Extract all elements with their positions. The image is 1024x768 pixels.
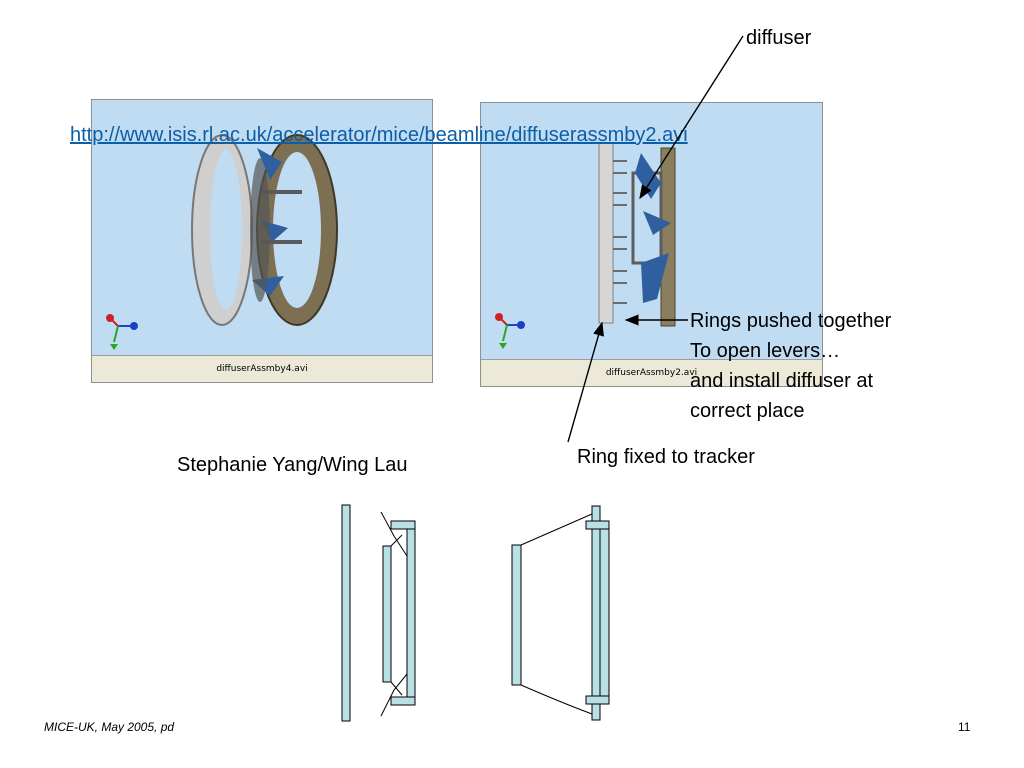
schematic-left-bottom-flange	[390, 696, 416, 706]
video-caption-right: diffuserAssmby2.avi	[481, 359, 822, 386]
schematic-right-plate-b	[599, 520, 610, 705]
schematic-left-fixed-ring	[341, 504, 351, 722]
footer-credit: MICE-UK, May 2005, pd	[44, 720, 175, 734]
ring-fixed-label: Ring fixed to tracker	[577, 446, 755, 468]
schematic-left-outer-ring	[406, 520, 416, 706]
schematic-right-bottom-flange	[585, 695, 610, 705]
authors-label: Stephanie Yang/Wing Lau	[177, 454, 408, 476]
schematic-left-inner-ring	[382, 545, 392, 683]
schematic-right-plate-a	[591, 505, 601, 721]
video-link[interactable]: http://www.isis.rl.ac.uk/accelerator/mic…	[70, 124, 688, 146]
rings-pushed-label: Rings pushed together	[690, 310, 892, 332]
open-levers-label: To open levers…	[690, 340, 841, 362]
video-caption-left: diffuserAssmby4.avi	[92, 355, 432, 382]
diffuser-label: diffuser	[746, 27, 812, 49]
video-player-left[interactable]: diffuserAssmby4.avi	[91, 99, 433, 383]
schematic-right-top-flange	[585, 520, 610, 530]
page-number: 11	[958, 720, 971, 734]
install-diffuser-label: and install diffuser at	[690, 370, 874, 392]
correct-place-label: correct place	[690, 400, 805, 422]
schematic-left-top-flange	[390, 520, 416, 530]
assembly-render-left	[106, 134, 338, 350]
schematic-right-front-ring	[511, 544, 522, 686]
